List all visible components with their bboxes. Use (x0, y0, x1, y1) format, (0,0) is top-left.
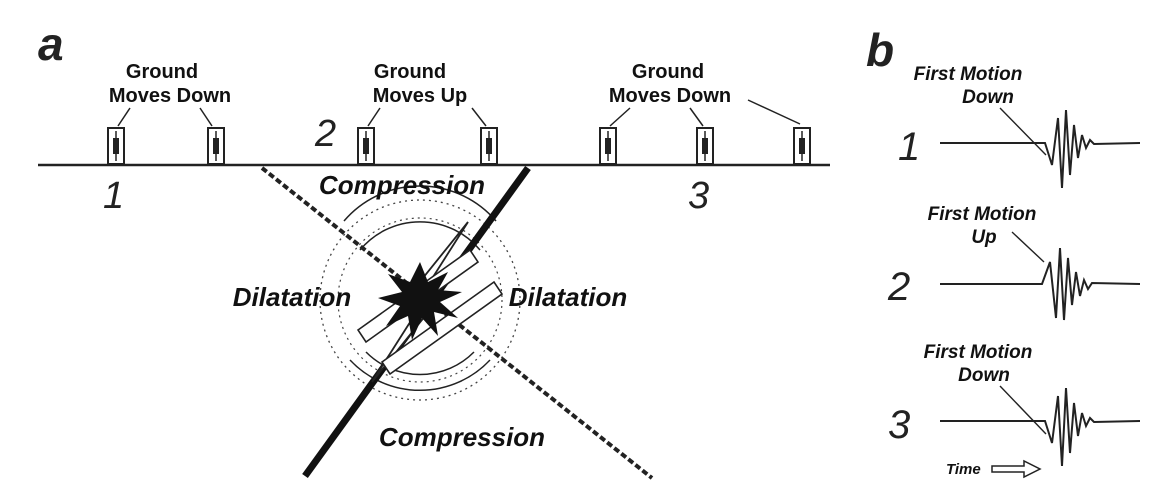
ground-label-mid-line2: Moves Up (373, 85, 467, 107)
station-number-1: 1 (103, 175, 124, 217)
leader-line (747, 99, 801, 125)
seismometer-station (599, 127, 617, 165)
leader-line (117, 107, 131, 127)
time-arrow-icon (991, 459, 1042, 479)
leader-line (471, 107, 487, 127)
trace-3-label-line1: First Motion (924, 342, 1033, 363)
dilatation-label-right: Dilatation (509, 282, 627, 312)
trace-1-number: 1 (898, 125, 920, 169)
ground-label-right-line1: Ground (632, 61, 704, 83)
leader-line (999, 385, 1047, 435)
fault-block (380, 280, 504, 376)
panel-b-letter: b (866, 24, 894, 76)
leader-line (609, 107, 631, 127)
station-number-2: 2 (314, 113, 336, 155)
ground-label-mid-line1: Ground (374, 61, 446, 83)
trace-1-label-line1: First Motion (914, 64, 1023, 85)
leader-line (1011, 231, 1045, 263)
trace-3-label-line2: Down (958, 365, 1010, 386)
trace-1-label-line2: Down (962, 87, 1014, 108)
trace-2-label-line1: First Motion (928, 204, 1037, 225)
ground-label-left-line2: Moves Down (109, 85, 231, 107)
seismometer-station (696, 127, 714, 165)
trace-3-number: 3 (888, 403, 910, 447)
radiation-ring (319, 199, 521, 401)
panel-a-letter: a (38, 18, 64, 70)
leader-line (367, 107, 381, 127)
compression-arc (359, 221, 481, 251)
leader-line (999, 107, 1047, 156)
dilatation-label-left: Dilatation (233, 282, 351, 312)
seismometer-station (793, 127, 811, 165)
seismogram-trace-3 (940, 387, 1141, 467)
station-number-3: 3 (688, 175, 709, 217)
ground-label-left-line1: Ground (126, 61, 198, 83)
compression-arc (365, 351, 475, 376)
leader-line (689, 107, 704, 127)
compression-label-bottom: Compression (379, 422, 545, 452)
trace-2-number: 2 (887, 265, 910, 309)
leader-line (199, 107, 213, 127)
radiation-ring (337, 217, 503, 383)
seismogram-trace-2 (940, 247, 1141, 321)
auxiliary-plane (260, 166, 654, 480)
compression-arc (349, 359, 491, 392)
compression-arc (343, 185, 497, 222)
earthquake-focus-icon (378, 262, 462, 340)
seismogram-trace-1 (940, 109, 1141, 189)
seismometer-station (480, 127, 498, 165)
ground-label-right-line2: Moves Down (609, 85, 731, 107)
compression-label-top: Compression (319, 170, 485, 200)
time-axis-label: Time (946, 461, 981, 478)
trace-2-label-line2: Up (971, 227, 996, 248)
seismometer-station (357, 127, 375, 165)
seismometer-station (107, 127, 125, 165)
seismometer-station (207, 127, 225, 165)
